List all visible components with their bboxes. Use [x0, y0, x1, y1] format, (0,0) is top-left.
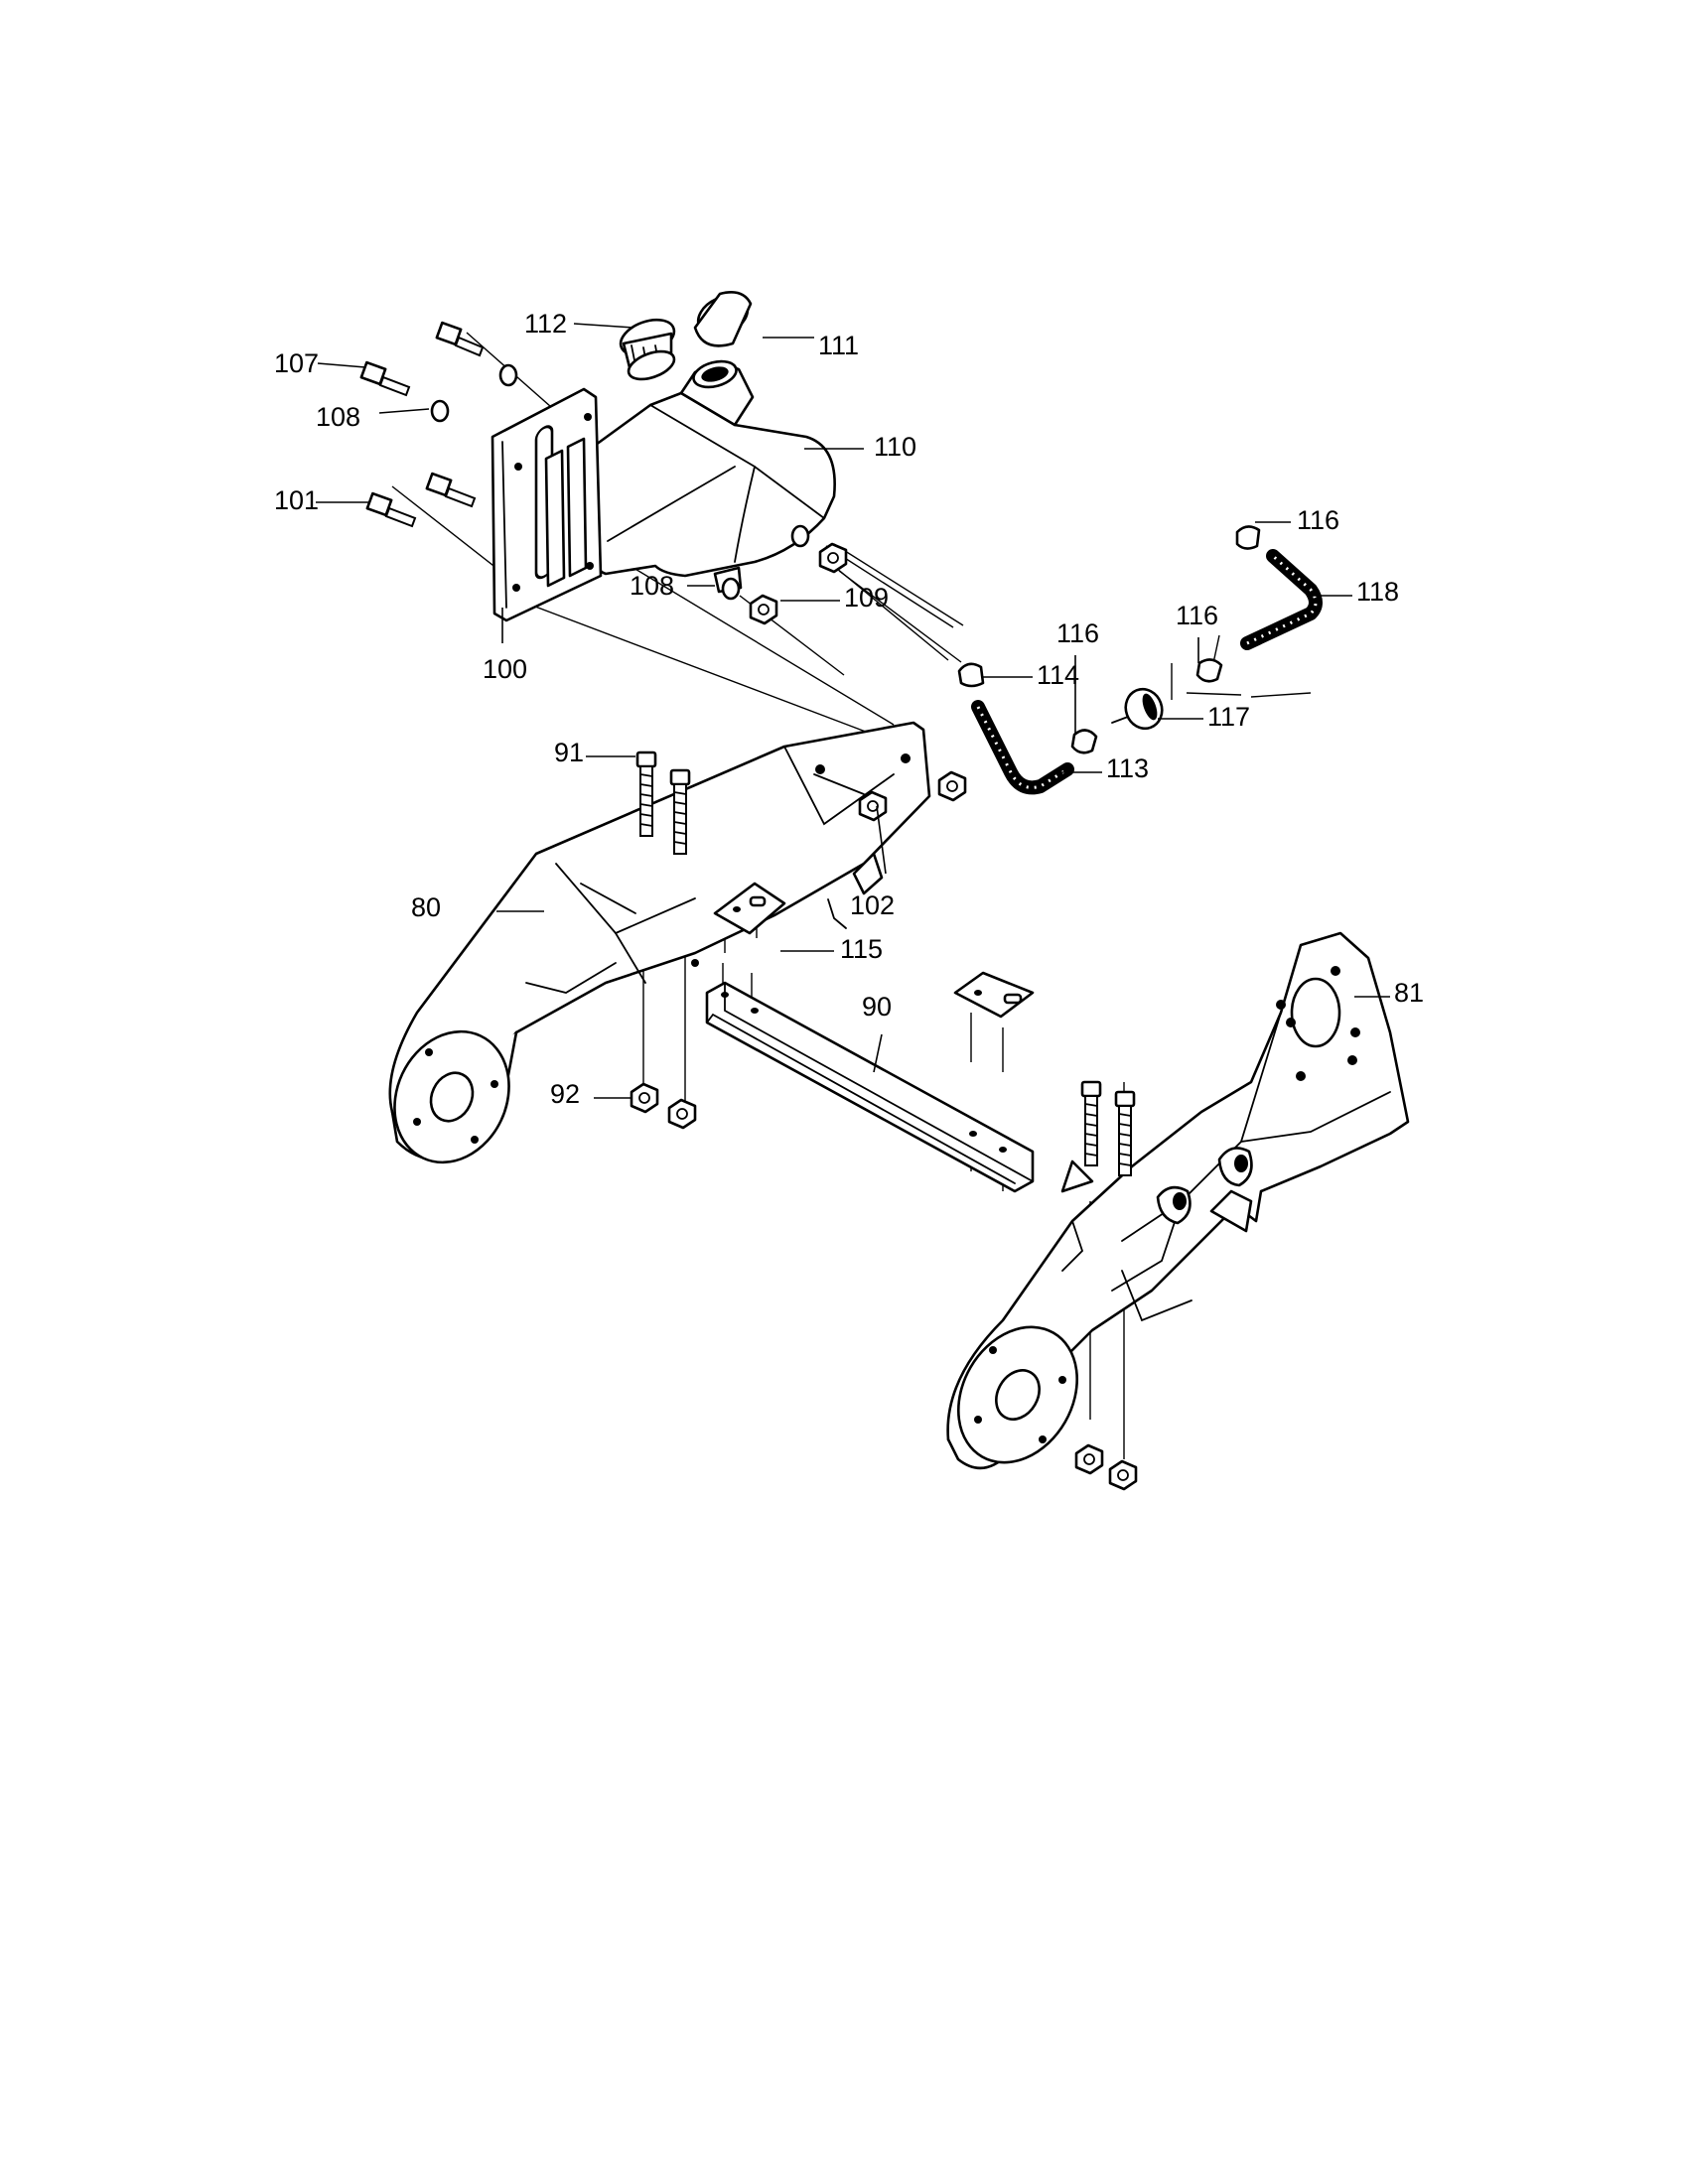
- callout-112: 112: [524, 309, 567, 339]
- part-107-bolt-b: [359, 360, 411, 397]
- part-116-clamp-c: [1235, 525, 1261, 550]
- part-100-bracket: [491, 387, 603, 622]
- part-116-clamp-b: [1195, 658, 1223, 683]
- part-107-bolt: [435, 321, 485, 357]
- callout-81: 81: [1394, 978, 1424, 1008]
- callout-100: 100: [483, 654, 527, 684]
- part-91-bolts: [635, 751, 691, 855]
- callout-80: 80: [411, 892, 441, 922]
- leader-lines: [316, 323, 1390, 1099]
- callout-116-c: 116: [1056, 618, 1099, 648]
- callout-102: 102: [850, 890, 895, 920]
- callout-118: 118: [1356, 577, 1399, 607]
- callout-91: 91: [554, 738, 584, 767]
- callout-108: 108: [316, 402, 360, 432]
- callout-115: 115: [840, 934, 883, 964]
- callout-92: 92: [550, 1079, 580, 1109]
- part-113-fuel-line: [971, 700, 1074, 795]
- part-116-clamp-a: [1070, 729, 1098, 754]
- part-108-washers: [430, 363, 810, 601]
- part-80-left-frame: [388, 721, 931, 1164]
- part-114-clamp: [957, 662, 985, 688]
- callout-110: 110: [874, 432, 916, 462]
- part-117-filter: [1111, 687, 1164, 731]
- callout-116-a: 116: [1297, 505, 1339, 535]
- part-109-nuts: [749, 542, 848, 625]
- part-110-fuel-tank: [591, 359, 836, 594]
- callout-117: 117: [1207, 702, 1250, 732]
- callout-109: 109: [844, 583, 889, 613]
- callout-107: 107: [274, 348, 319, 378]
- callout-116-b: 116: [1176, 601, 1218, 630]
- callout-labels: 112 111 107 108 110 101 108 109 100 116 …: [274, 309, 1424, 1109]
- part-81-right-frame: [946, 931, 1410, 1470]
- part-111-cap: [693, 291, 753, 347]
- part-101-bolt: [425, 472, 477, 508]
- part-101-bolt-b: [365, 491, 417, 528]
- callout-114: 114: [1037, 660, 1079, 690]
- part-92-nuts: [630, 1082, 697, 1130]
- part-112-strainer: [619, 318, 676, 381]
- callout-113: 113: [1106, 753, 1149, 783]
- callout-90: 90: [862, 992, 892, 1022]
- part-91-bolts-b: [1080, 1080, 1136, 1176]
- callout-108-b: 108: [630, 571, 674, 601]
- part-115-plate-b: [953, 971, 1035, 1019]
- callout-111: 111: [818, 331, 859, 360]
- part-102-nuts: [858, 770, 967, 822]
- part-92-nuts-b: [1074, 1443, 1138, 1491]
- part-118-fuel-line: [1240, 549, 1323, 650]
- callout-101: 101: [274, 485, 319, 515]
- part-115-plate: [713, 882, 786, 935]
- part-90-channel: [705, 981, 1035, 1193]
